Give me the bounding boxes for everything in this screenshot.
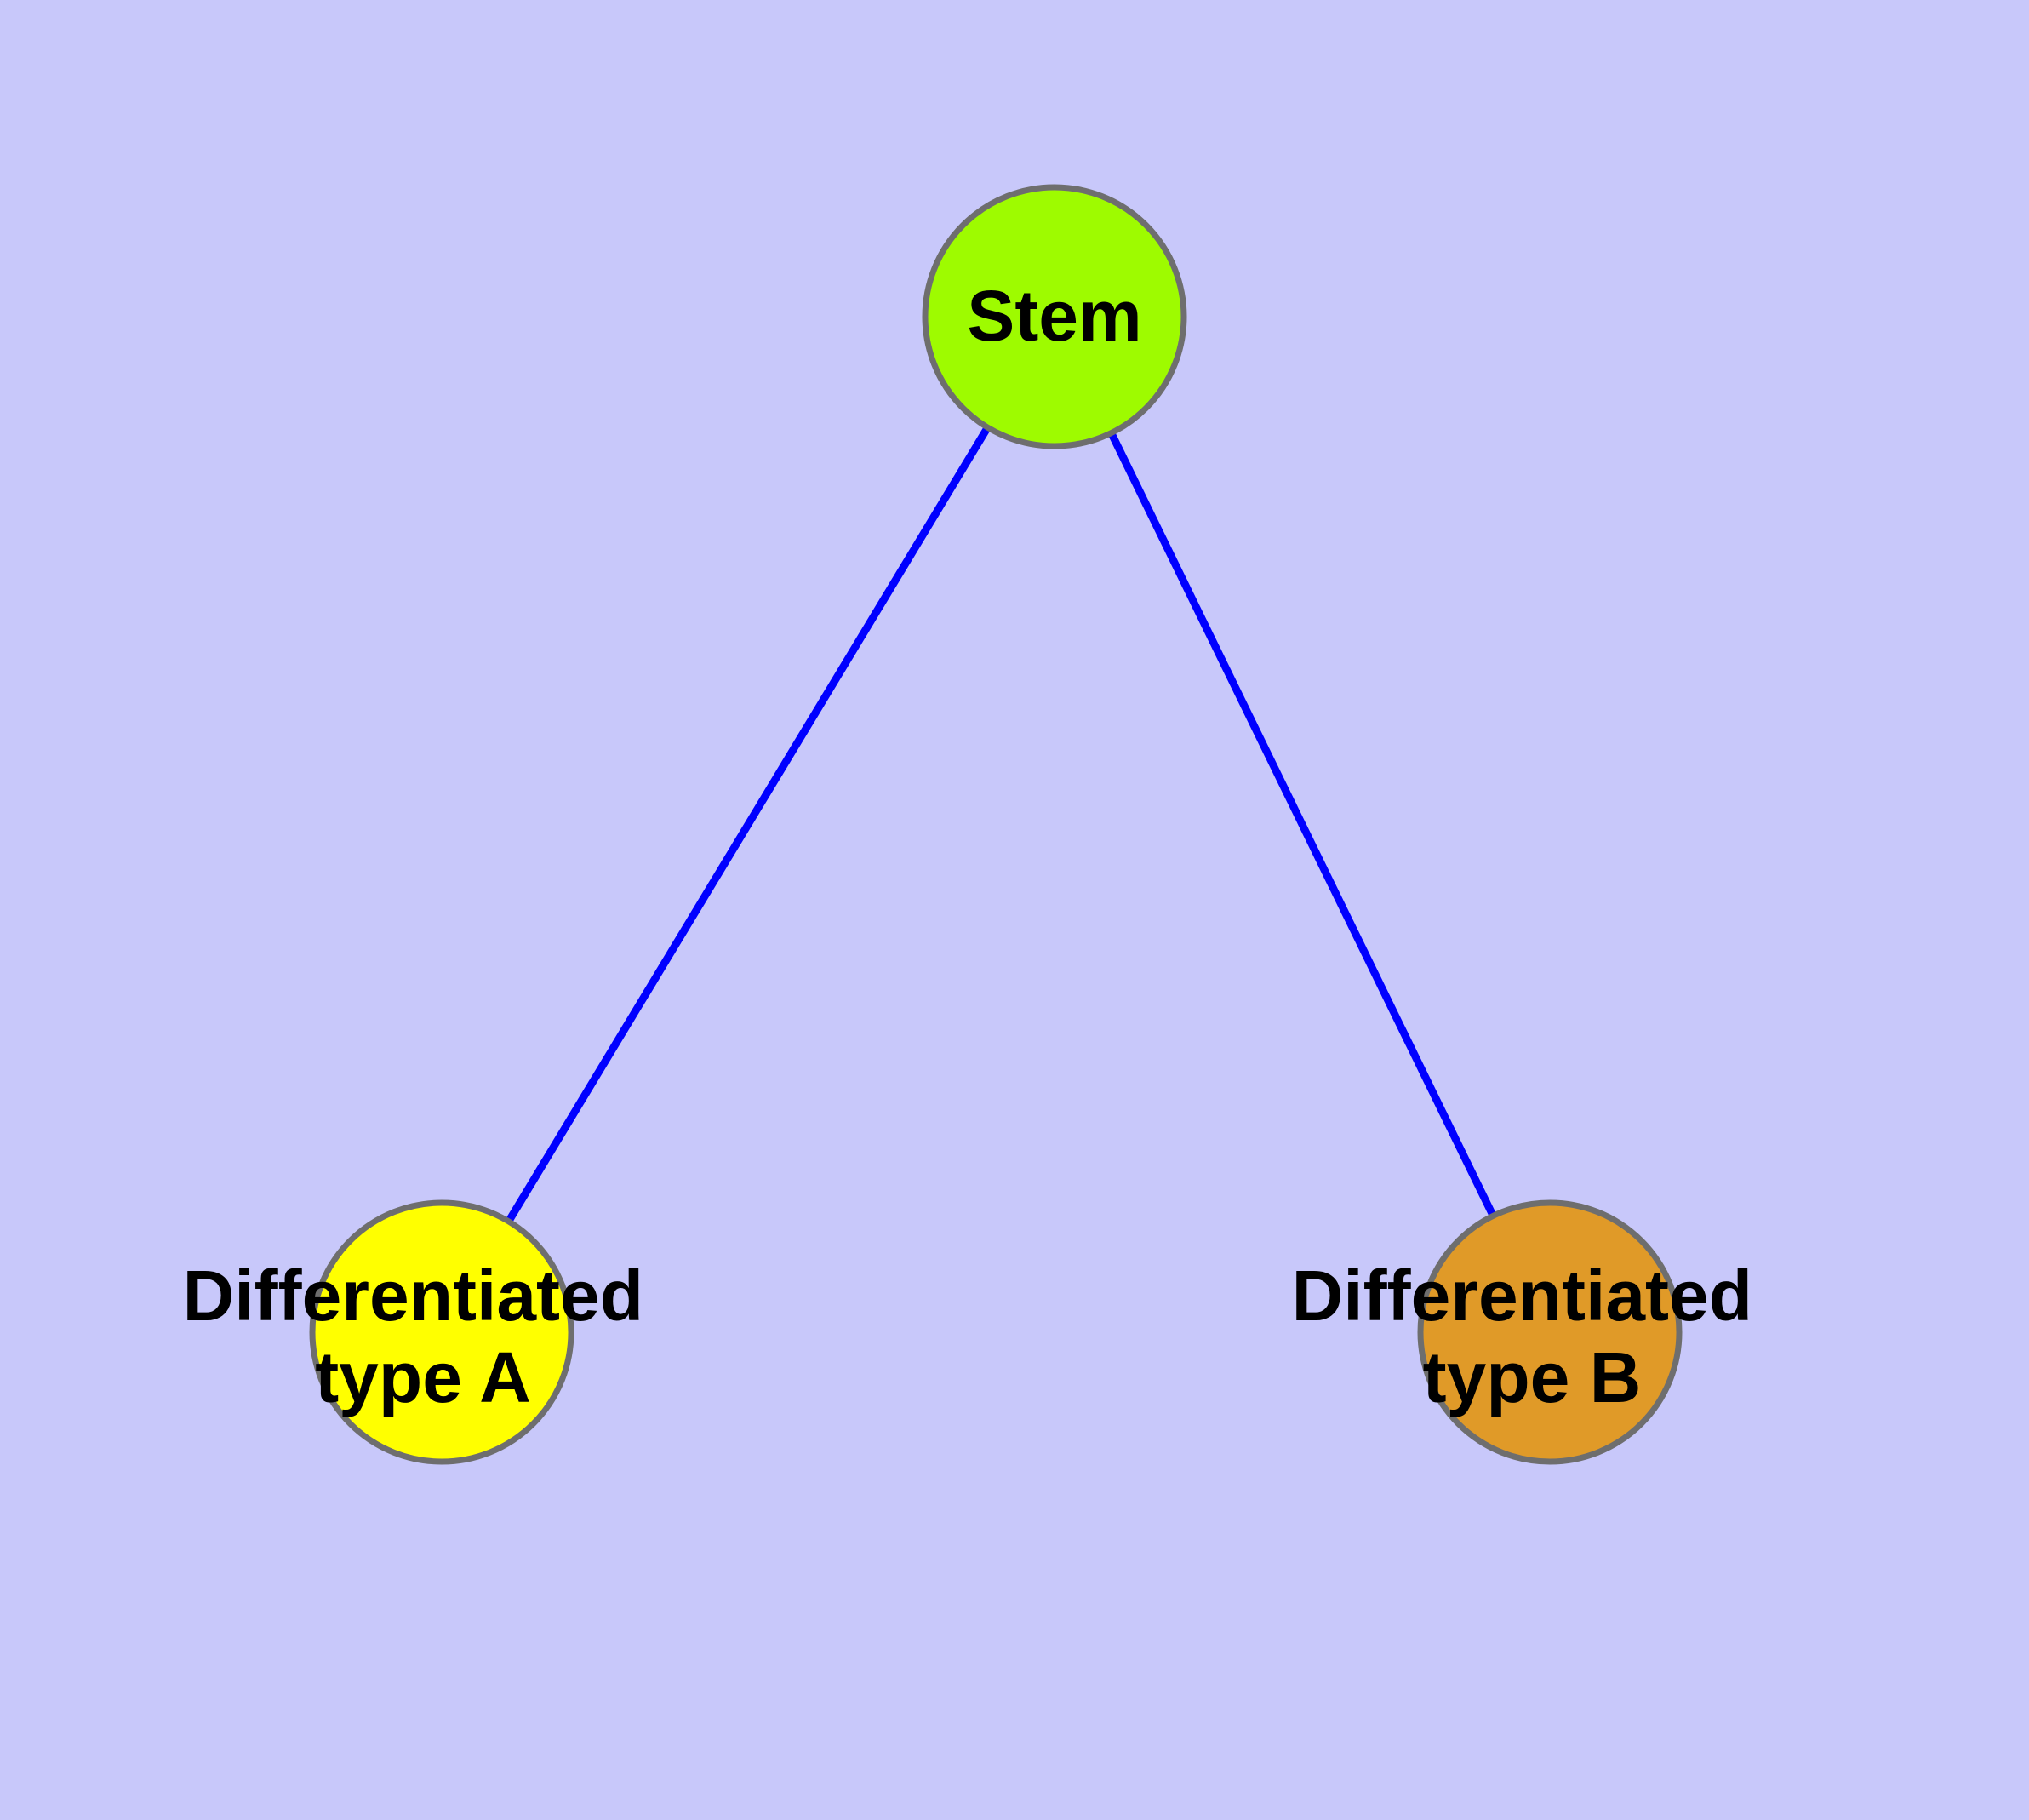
node-stem-circle[interactable] (922, 184, 1187, 449)
node-stem-label: Stem (967, 276, 1141, 356)
node-differentiated-type-a-label-line-0: Differentiated (183, 1256, 643, 1336)
edge-layer (437, 312, 1554, 1336)
node-differentiated-type-a-circle[interactable] (309, 1199, 574, 1465)
node-layer: Stem Differentiated type A Differentiate… (183, 184, 1773, 1465)
node-differentiated-type-b-label: Differentiated type B (1292, 1256, 1773, 1417)
node-differentiated-type-b-label-line-1: type B (1423, 1337, 1642, 1417)
node-differentiated-type-b-circle[interactable] (1417, 1199, 1683, 1465)
node-differentiated-type-b[interactable]: Differentiated type B (1292, 1199, 1773, 1465)
edge-stem-diff-a[interactable] (437, 312, 1059, 1336)
node-differentiated-type-a-label: Differentiated type A (183, 1256, 664, 1417)
node-differentiated-type-a[interactable]: Differentiated type A (183, 1199, 664, 1465)
edge-stem-diff-b[interactable] (1050, 312, 1554, 1336)
node-differentiated-type-b-label-line-0: Differentiated (1292, 1256, 1752, 1336)
node-stem-label-line-0: Stem (967, 276, 1141, 356)
node-differentiated-type-a-label-line-1: type A (315, 1337, 531, 1417)
node-stem[interactable]: Stem (922, 184, 1187, 449)
